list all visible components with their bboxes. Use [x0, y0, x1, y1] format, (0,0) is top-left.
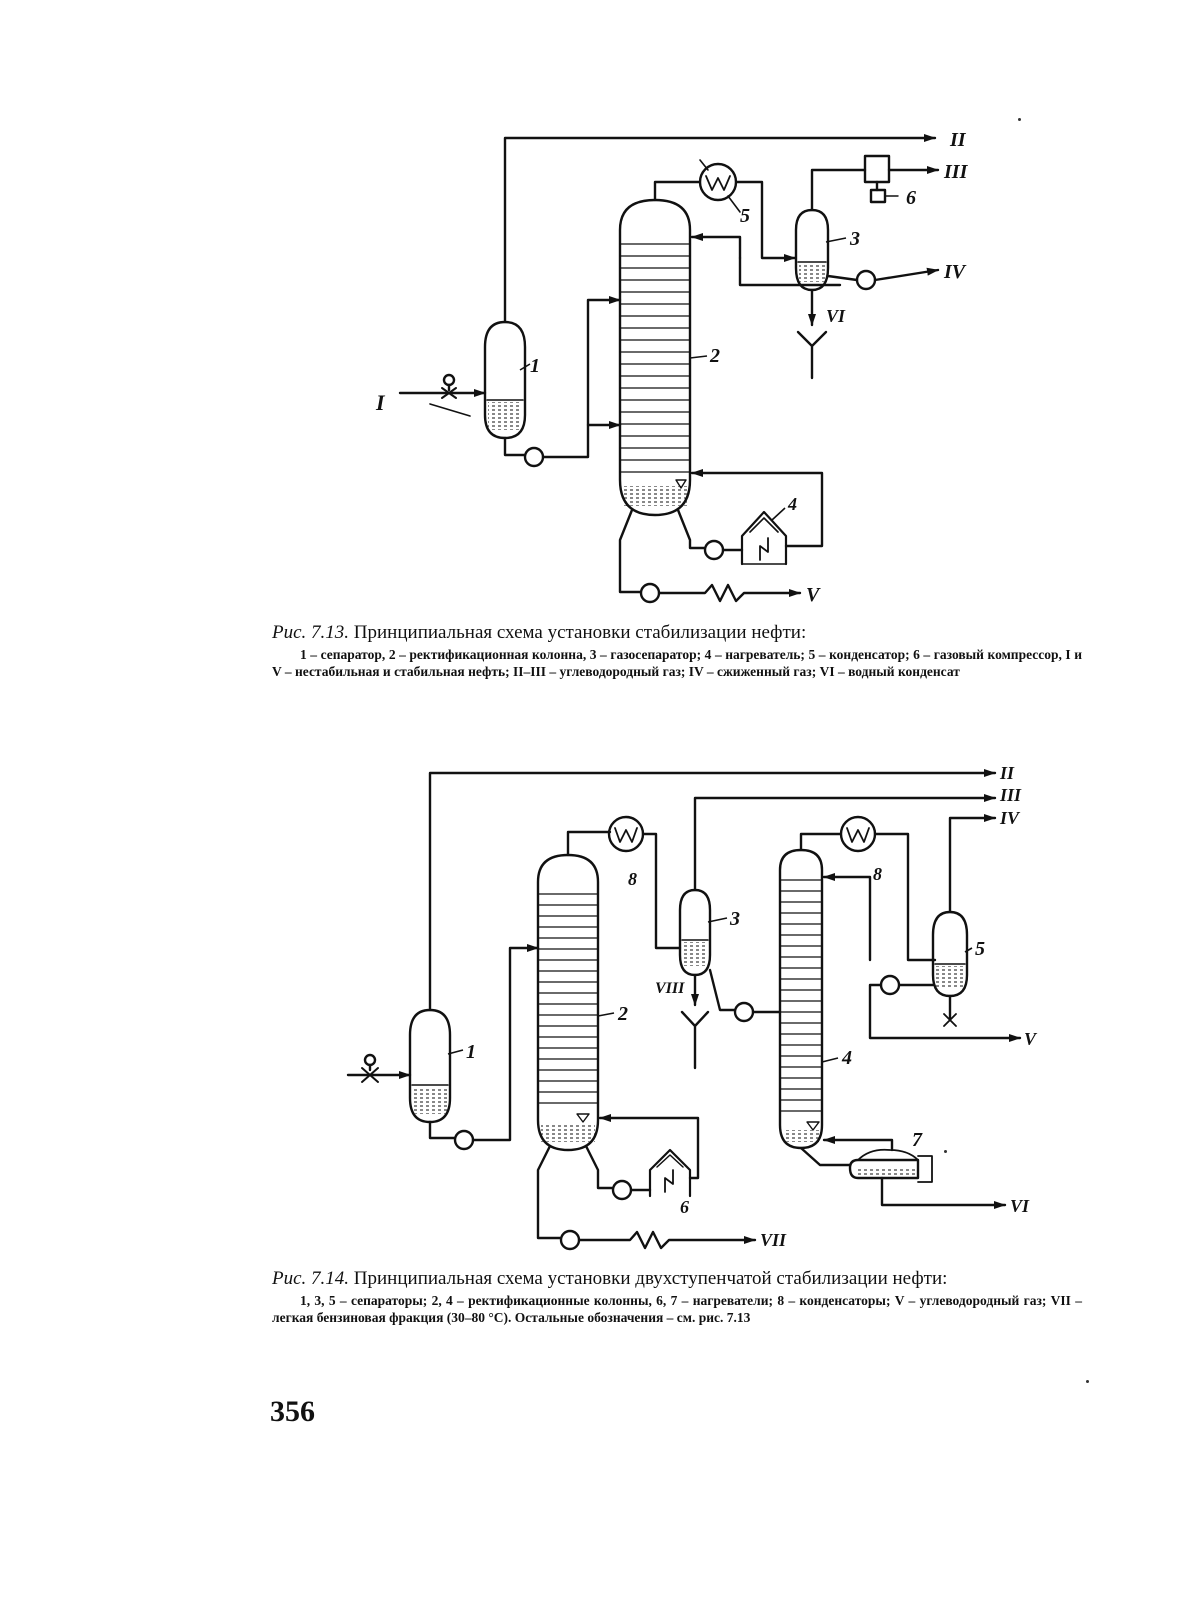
caption-title: Рис. 7.14. Принципиальная схема установк…	[272, 1268, 1082, 1289]
label-heater-4: 4	[787, 494, 797, 514]
label-column-2: 2	[709, 345, 720, 367]
fig14-labels: 1 2 3 4 5 6 7 8 8 II III IV V VI VII VII…	[447, 763, 1038, 1250]
separator-1-vessel	[483, 320, 527, 440]
condenser-5-icon	[698, 162, 738, 202]
caption-prefix: Рис. 7.14.	[272, 1268, 350, 1289]
label-separator-3: 3	[729, 908, 740, 930]
column-4-vessel	[778, 848, 824, 1150]
label-compressor-6: 6	[906, 187, 916, 209]
label-stream-III: III	[999, 785, 1022, 805]
speck	[944, 1150, 947, 1153]
label-heater-7: 7	[912, 1129, 923, 1151]
label-gas-separator-3: 3	[849, 228, 860, 250]
pump-icon	[523, 446, 545, 468]
label-stream-IV: IV	[943, 261, 967, 283]
column-2-vessel	[536, 853, 600, 1152]
label-stream-IV: IV	[999, 808, 1021, 828]
label-stream-VII: VII	[760, 1230, 787, 1250]
label-condenser-5: 5	[740, 205, 750, 227]
label-stream-III: III	[943, 161, 969, 183]
fig13-labels: 1 2 3 4 5 6 I II III IV V VI	[375, 129, 969, 606]
pump-icon	[611, 1179, 633, 1201]
label-separator-5: 5	[975, 938, 985, 960]
pump-icon	[639, 582, 661, 604]
caption-legend: 1 – сепаратор, 2 – ректификационная коло…	[272, 647, 1082, 679]
page-number: 356	[270, 1395, 315, 1428]
condenser-8-icon	[839, 815, 877, 853]
label-stream-II: II	[999, 763, 1015, 783]
column-2-vessel	[618, 198, 692, 517]
label-separator-1: 1	[466, 1041, 476, 1063]
label-heater-6: 6	[680, 1197, 689, 1217]
heater-6-icon	[648, 1148, 692, 1198]
caption-fig-7-13: Рис. 7.13. Принципиальная схема установк…	[272, 622, 1082, 680]
speck	[1086, 1380, 1089, 1383]
caption-fig-7-14: Рис. 7.14. Принципиальная схема установк…	[272, 1268, 1082, 1326]
pump-icon	[703, 539, 725, 561]
pump-icon	[879, 974, 901, 996]
heater-4-icon	[740, 510, 788, 566]
label-condenser-8-second: 8	[873, 864, 882, 884]
heater-7-icon	[848, 1158, 920, 1180]
label-column-4: 4	[841, 1047, 852, 1069]
speck	[1018, 118, 1021, 121]
separator-3-vessel	[794, 208, 830, 292]
separator-1-vessel	[408, 1008, 452, 1124]
label-stream-VI: VI	[1010, 1196, 1030, 1216]
caption-prefix: Рис. 7.13.	[272, 622, 350, 643]
label-separator-1: 1	[530, 355, 540, 377]
label-stream-V: V	[806, 584, 821, 606]
separator-3-vessel	[678, 888, 712, 977]
pump-icon	[855, 269, 877, 291]
label-stream-I: I	[375, 390, 386, 415]
label-stream-II: II	[949, 129, 967, 151]
separator-5-vessel	[931, 910, 969, 998]
pump-icon	[733, 1001, 755, 1023]
label-condenser-8-first: 8	[628, 869, 637, 889]
label-stream-V: V	[1024, 1029, 1038, 1049]
pump-icon	[559, 1229, 581, 1251]
condenser-8-icon	[607, 815, 645, 853]
label-column-2: 2	[617, 1003, 628, 1025]
caption-heading: Принципиальная схема установки стабилиза…	[353, 622, 807, 643]
figure-7-13	[398, 134, 940, 604]
label-stream-VI: VI	[826, 306, 846, 326]
caption-title: Рис. 7.13. Принципиальная схема установк…	[272, 622, 1082, 643]
caption-heading: Принципиальная схема установки двухступе…	[353, 1268, 948, 1289]
compressor-6-icon	[863, 154, 891, 184]
pump-icon	[453, 1129, 475, 1151]
figure-7-14	[346, 769, 1022, 1251]
caption-legend: 1, 3, 5 – сепараторы; 2, 4 – ректификаци…	[272, 1293, 1082, 1325]
label-stream-VIII: VIII	[655, 980, 685, 997]
